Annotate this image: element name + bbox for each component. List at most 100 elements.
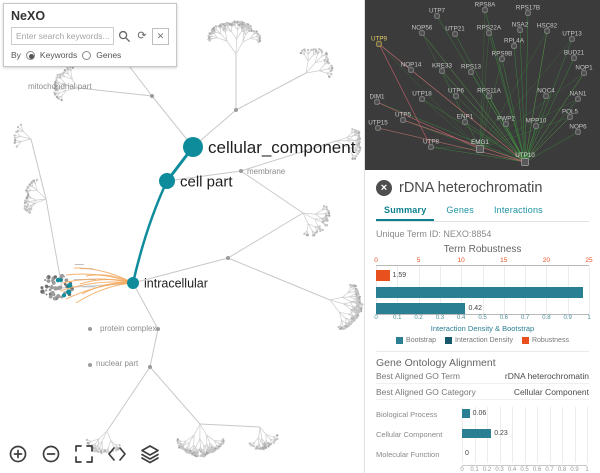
reset-button[interactable]: ⟳ (134, 28, 150, 44)
radio-keywords[interactable] (25, 50, 35, 60)
clear-button[interactable]: ✕ (152, 27, 169, 45)
network-node[interactable] (525, 10, 531, 16)
tree-node-label: nuclear part (96, 359, 139, 368)
go-alignment-title: Gene Ontology Alignment (376, 351, 589, 369)
tree-node-label: membrane (247, 167, 286, 176)
layers-button[interactable] (137, 442, 163, 468)
network-node[interactable] (569, 36, 575, 42)
network-node[interactable] (482, 7, 488, 13)
network-node-label: HSC82 (537, 22, 558, 29)
tab-summary[interactable]: Summary (376, 202, 435, 221)
robustness-axis-label: Interaction Density & Bootstrap (430, 324, 535, 333)
search-input[interactable] (11, 27, 114, 45)
network-node-label: PWP2 (497, 115, 515, 122)
network-node[interactable] (374, 99, 380, 105)
tree-view-controls (5, 442, 163, 468)
tree-node-cell-part[interactable] (159, 173, 175, 189)
search-by-label: By (11, 50, 21, 60)
network-node[interactable] (419, 30, 425, 36)
network-node[interactable] (419, 96, 425, 102)
radio-genes[interactable] (82, 50, 92, 60)
network-node-label: UTP9 (371, 35, 388, 42)
term-detail-panel: × rDNA heterochromatin Summary Genes Int… (365, 170, 600, 473)
network-node-label: UTP7 (429, 7, 446, 14)
network-node-label: ENP1 (457, 113, 474, 120)
network-node[interactable] (543, 93, 549, 99)
network-node[interactable] (468, 69, 474, 75)
search-panel: NeXO ⟳ ✕ By Keywords Genes (3, 3, 177, 67)
network-node-label: DIM1 (369, 93, 385, 100)
network-node-label: NOP1 (575, 64, 593, 71)
network-node[interactable] (439, 68, 445, 74)
network-node-label: NOP6 (569, 123, 587, 130)
network-node-label: RPS22A (477, 24, 502, 31)
network-node[interactable] (400, 117, 406, 123)
network-node[interactable] (476, 145, 484, 153)
network-node[interactable] (376, 41, 382, 47)
tree-node-label: protein complex (100, 324, 156, 333)
network-node-label: UTP5 (395, 111, 412, 118)
network-node[interactable] (375, 125, 381, 131)
alignment-value: rDNA heterochromatin (504, 370, 589, 381)
network-node[interactable] (533, 123, 539, 129)
network-node[interactable] (511, 43, 517, 49)
zoom-in-button[interactable] (5, 442, 31, 468)
network-node[interactable] (486, 93, 492, 99)
tab-interactions[interactable]: Interactions (493, 205, 543, 215)
fit-screen-button[interactable] (71, 442, 97, 468)
radio-genes-label: Genes (96, 50, 122, 60)
tree-node-cellular-component[interactable] (183, 137, 203, 157)
network-node-label: MPP10 (526, 117, 547, 124)
network-node[interactable] (521, 158, 529, 166)
network-node[interactable] (428, 144, 434, 150)
network-node[interactable] (581, 70, 587, 76)
network-node-label: NOC4 (537, 87, 555, 94)
tab-genes[interactable]: Genes (446, 205, 474, 215)
network-node[interactable] (434, 13, 440, 19)
network-node[interactable] (567, 114, 573, 120)
expand-horizontal-button[interactable] (104, 442, 130, 468)
network-node-label: RPS9B (492, 50, 513, 57)
network-node-label: KRE33 (432, 62, 452, 69)
network-node[interactable] (486, 30, 492, 36)
alignment-label: Best Aligned GO Category (376, 386, 476, 397)
network-node[interactable] (453, 93, 459, 99)
network-node-label: UTP8 (423, 138, 440, 145)
network-node[interactable] (571, 55, 577, 61)
network-node[interactable] (462, 119, 468, 125)
network-node[interactable] (499, 56, 505, 62)
close-button[interactable]: × (376, 180, 392, 196)
network-node-label: UTP13 (562, 30, 582, 37)
network-node-label: RPS17B (516, 4, 540, 11)
network-node[interactable] (575, 96, 581, 102)
legend-item: Bootstrap (396, 335, 436, 345)
radio-keywords-label: Keywords (39, 50, 78, 60)
legend-item: Interaction Density (445, 335, 513, 345)
network-node[interactable] (517, 27, 523, 33)
fit-screen-icon (75, 445, 93, 463)
network-node-label: NAN1 (570, 90, 587, 97)
search-button[interactable] (116, 28, 132, 44)
network-node[interactable] (408, 67, 414, 73)
zoom-out-button[interactable] (38, 442, 64, 468)
network-node[interactable] (544, 28, 550, 34)
network-edges (376, 9, 585, 163)
network-node-label: UTP15 (368, 119, 388, 126)
zoom-out-icon (42, 445, 60, 463)
network-node[interactable] (452, 31, 458, 37)
network-node[interactable] (503, 121, 509, 127)
tree-node-intracellular[interactable] (127, 277, 139, 289)
zoom-in-icon (9, 445, 27, 463)
network-node[interactable] (575, 129, 581, 135)
network-node-label: BUD21 (564, 49, 585, 56)
